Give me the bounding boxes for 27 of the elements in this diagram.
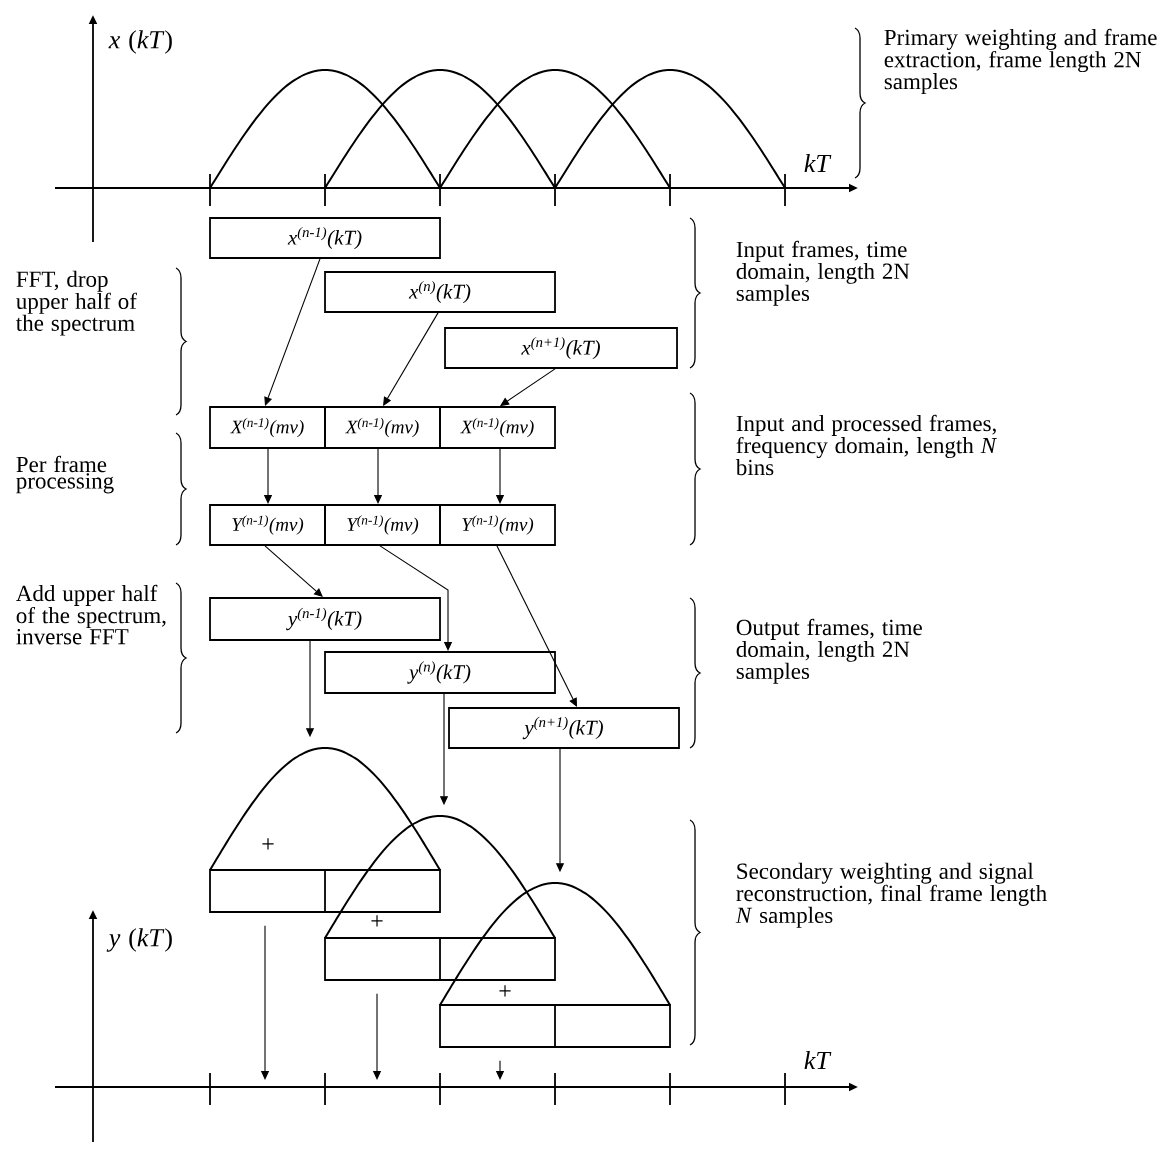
plus-sign: + [499, 985, 511, 997]
description-text: Secondary weighting and signal reconstruction, final frame length N samples [735, 862, 1047, 928]
frame-box: x$^{(n+1)}$(kT) [444, 327, 678, 369]
frame-box: y$^{(n+1)}$(kT) [448, 707, 680, 749]
description-text: Input and processed frames, frequency domain, length N bins [735, 414, 998, 476]
axis-label: y (kT) [106, 928, 172, 952]
frame-box: y$^{(n-1)}$(kT) [209, 597, 441, 641]
plus-sign: + [262, 838, 274, 850]
frame-box: x$^{(n)}$(kT) [324, 271, 556, 313]
axis-label: kT [804, 1051, 832, 1069]
description-text: Per frame processing [16, 455, 114, 494]
description-text: Add upper half of the spectrum, inverse FFT [16, 584, 166, 645]
axis-label: kT [804, 154, 832, 172]
description-text: Primary weighting and frame extraction, frame length 2N samples [884, 28, 1157, 94]
description-text: Output frames, time domain, length 2N samples [736, 618, 922, 684]
frame-box: X$^{(n-1)}$(mν) [209, 406, 326, 449]
frame-box: y$^{(n)}$(kT) [324, 651, 556, 694]
plus-sign: + [371, 915, 383, 927]
frame-box: X$^{(n-1)}$(mν) [324, 406, 441, 449]
description-text: FFT, drop upper half of the spectrum [16, 270, 137, 336]
axis-label: x (kT) [108, 30, 172, 54]
frame-box: Y$^{(n-1)}$(mν) [439, 504, 556, 546]
frame-box: x$^{(n-1)}$(kT) [209, 217, 441, 259]
frame-box: Y$^{(n-1)}$(mν) [209, 504, 326, 546]
description-text: Input frames, time domain, length 2N samples [736, 240, 910, 306]
frame-box: Y$^{(n-1)}$(mν) [324, 504, 441, 546]
frame-box: X$^{(n-1)}$(mν) [439, 406, 556, 449]
